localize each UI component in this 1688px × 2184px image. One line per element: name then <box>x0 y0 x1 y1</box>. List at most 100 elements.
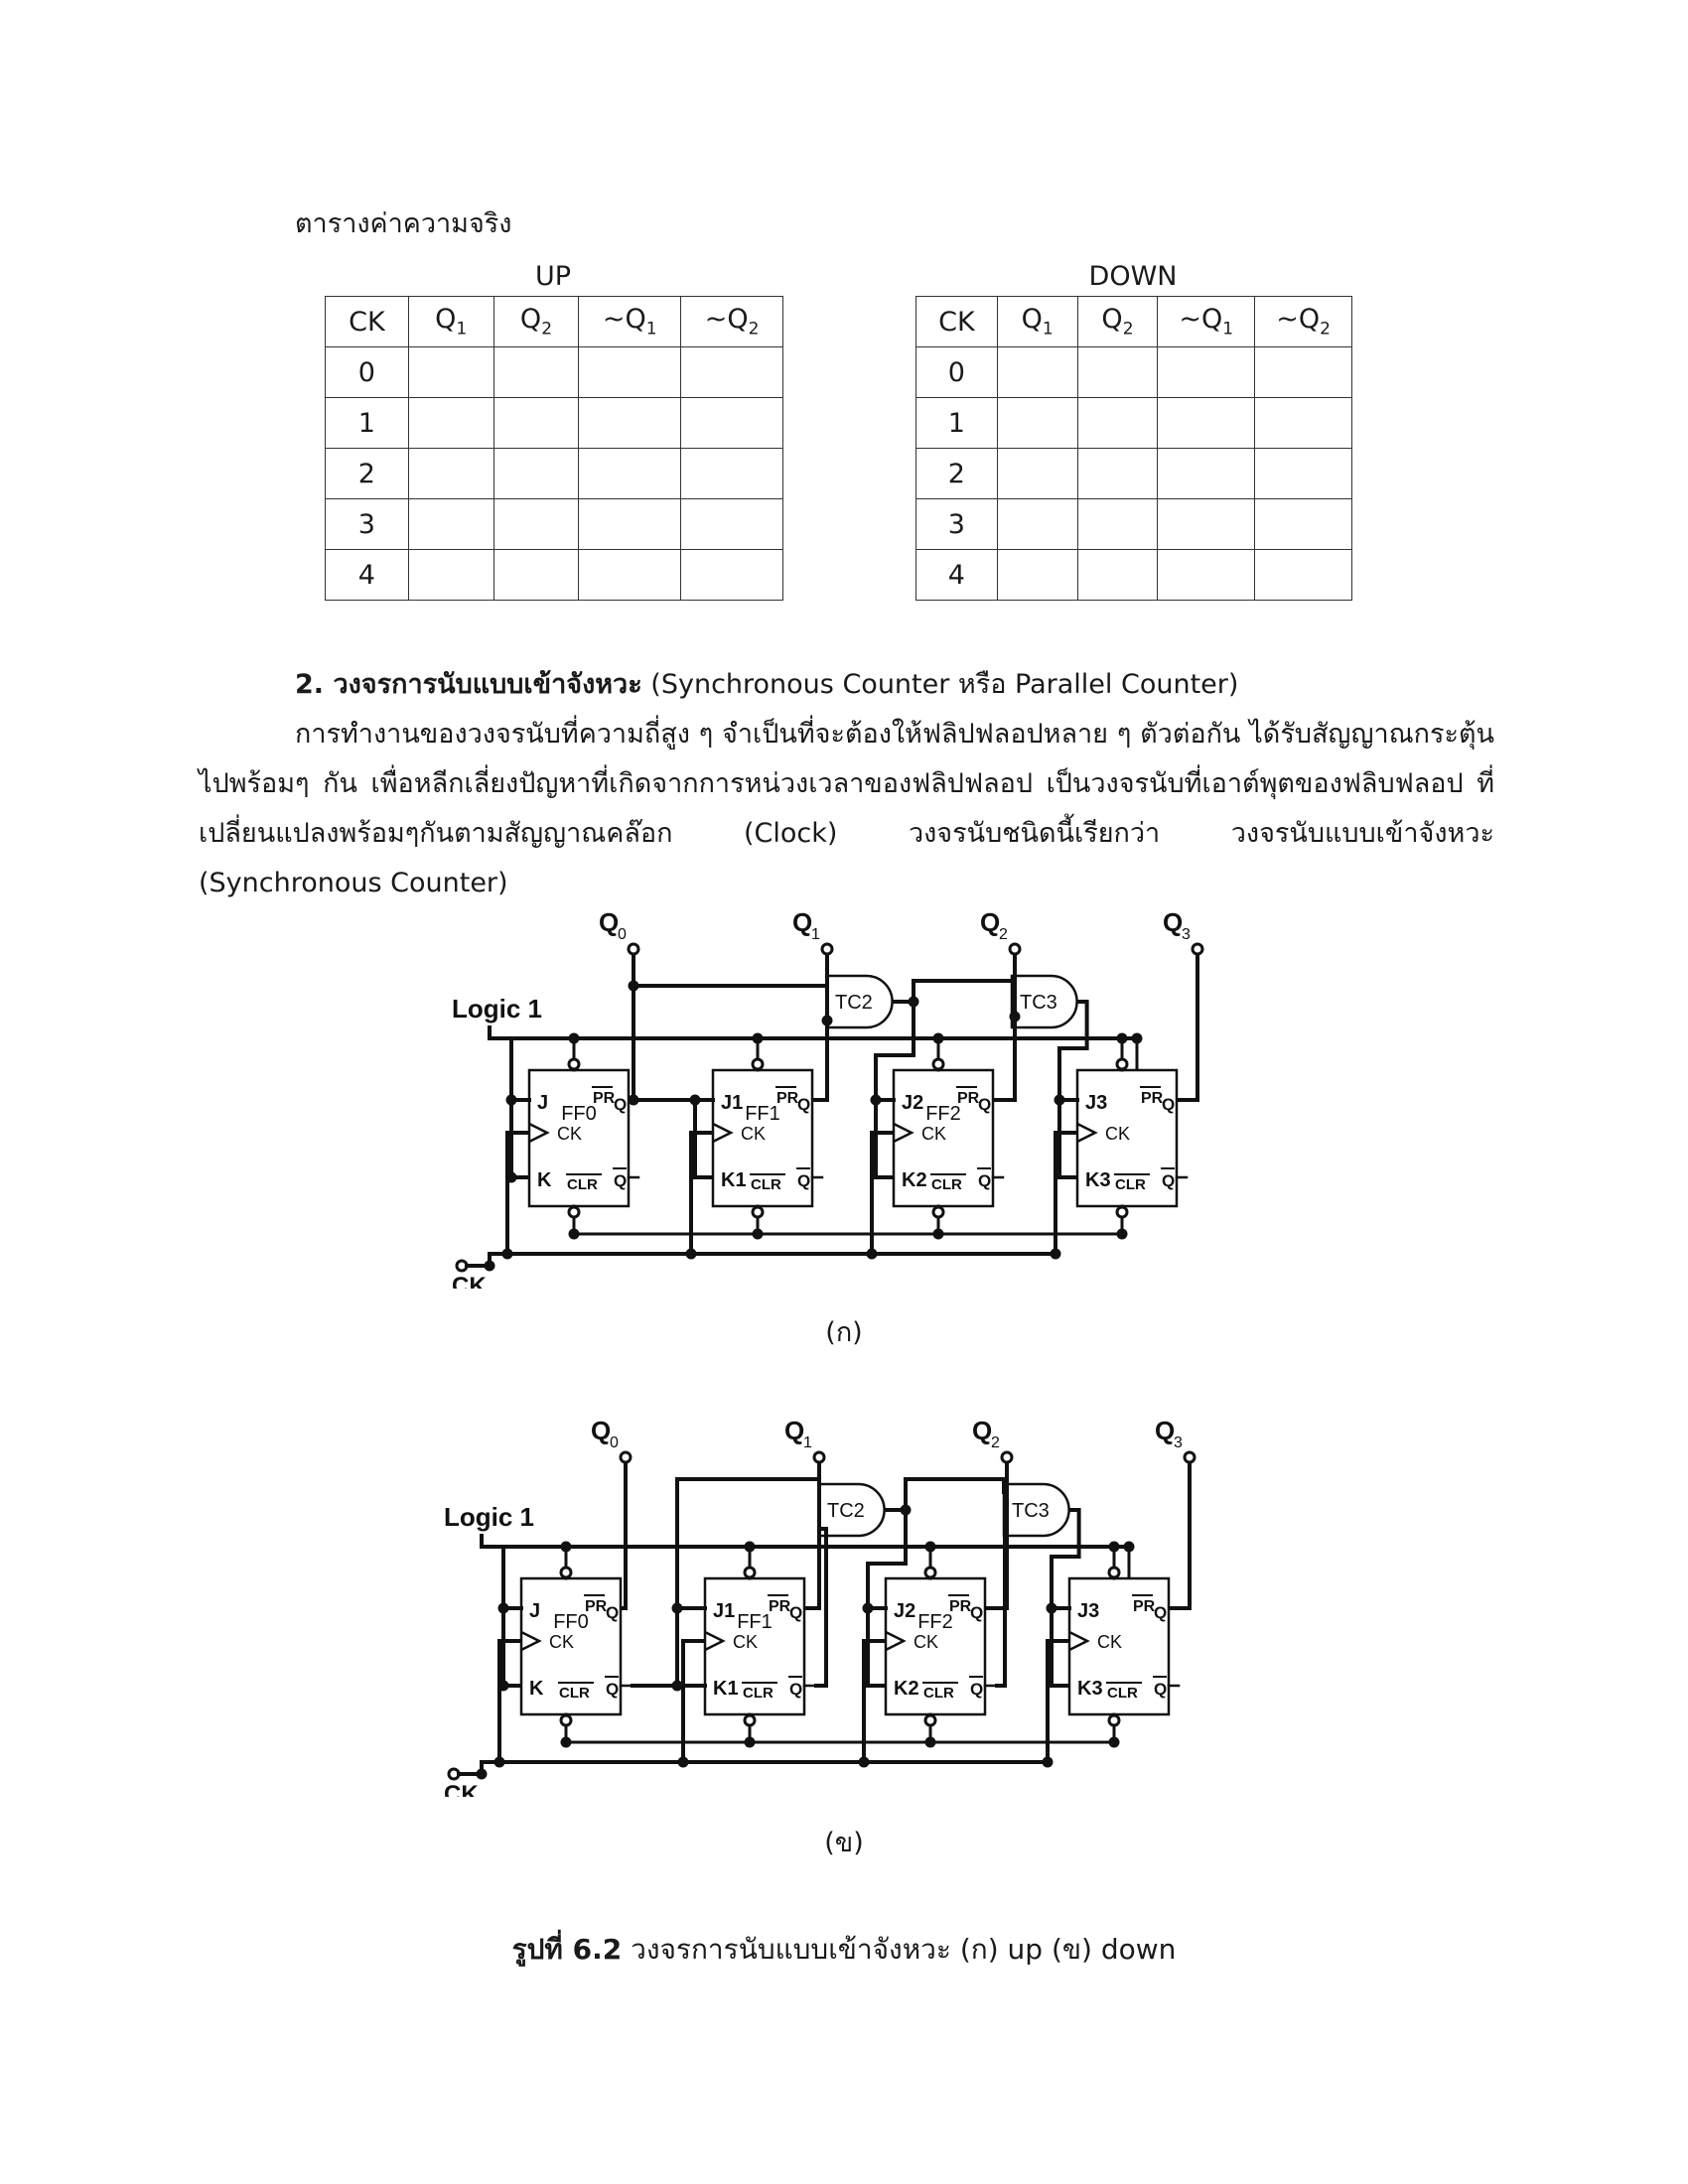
empty-cell <box>492 448 580 499</box>
flip-flop-box <box>519 1576 623 1716</box>
junction-dot <box>501 1248 513 1260</box>
junction-dot <box>671 1602 683 1614</box>
ck-pin-label: CK <box>741 1124 766 1144</box>
clock-triangle <box>1076 1122 1098 1144</box>
ck-cell: 1 <box>915 397 998 449</box>
k-input-label: K1 <box>713 1678 739 1700</box>
terminal-pin <box>1183 1450 1196 1464</box>
j-input-label: J2 <box>894 1600 915 1622</box>
flip-flop-box <box>884 1576 987 1716</box>
junction-dot <box>628 1094 639 1106</box>
k-input-label: K2 <box>894 1678 919 1700</box>
ck-pin-label: CK <box>1097 1632 1122 1652</box>
flip-flop-name: FF0 <box>553 1611 589 1633</box>
junction-dot <box>744 1736 756 1748</box>
column-header-label: ~Q <box>1276 303 1321 335</box>
output-subscript: 2 <box>999 926 1008 943</box>
logic-1-label: Logic 1 <box>444 1502 534 1532</box>
q-bar-pin-label: Q <box>978 1171 991 1190</box>
table-row: 1 <box>325 397 783 449</box>
junction-dot <box>677 1756 689 1768</box>
empty-cell <box>1254 346 1352 398</box>
wire <box>509 1038 529 1179</box>
column-header-subscript: 2 <box>1122 319 1134 340</box>
q-pin-label: Q <box>789 1603 802 1622</box>
column-header: Q2 <box>492 296 580 347</box>
terminal-pin <box>743 1713 757 1727</box>
terminal-pin <box>567 1057 581 1071</box>
gate-label: TC2 <box>835 992 873 1014</box>
section-heading-rest: (Synchronous Counter หรือ Parallel Count… <box>641 669 1239 700</box>
junction-dot <box>568 1228 580 1240</box>
k-input-label: K2 <box>902 1169 927 1191</box>
ck-pin-label: CK <box>914 1632 938 1652</box>
ck-cell: 4 <box>915 549 998 601</box>
junction-dot <box>908 996 919 1008</box>
empty-cell <box>1157 397 1256 449</box>
output-subscript: 1 <box>803 1434 812 1451</box>
column-header-subscript: 1 <box>645 319 657 340</box>
empty-cell <box>578 448 682 499</box>
ck-cell: 0 <box>915 346 998 398</box>
column-header: Q2 <box>1076 296 1159 347</box>
junction-dot <box>671 1680 683 1692</box>
q-bar-pin-label: Q <box>789 1680 802 1699</box>
q-pin-label: Q <box>614 1095 627 1114</box>
junction-dot <box>497 1602 509 1614</box>
junction-dot <box>932 1228 944 1240</box>
and-gate <box>1002 1482 1070 1538</box>
wire <box>621 1462 628 1610</box>
junction-dot <box>752 1228 764 1240</box>
column-header-label: ~Q <box>704 303 749 335</box>
wire <box>892 979 1012 1004</box>
wire <box>693 1100 713 1179</box>
output-label: Q <box>599 907 619 937</box>
clr-pin-label: CLR <box>1107 1685 1138 1702</box>
clock-triangle <box>893 1122 914 1144</box>
section-heading: 2. วงจรการนับแบบเข้าจังหวะ (Synchronous … <box>199 660 1494 710</box>
j-input-label: J2 <box>902 1092 923 1114</box>
diagram-caption-a: (ก) <box>825 1317 863 1348</box>
terminal-pin <box>1107 1713 1121 1727</box>
pr-pin-label: PR <box>949 1598 972 1615</box>
wire <box>874 1002 915 1179</box>
wire <box>1177 954 1199 1102</box>
and-gate <box>825 974 894 1029</box>
k-input-label: K <box>529 1678 544 1700</box>
terminal-pin <box>559 1566 573 1579</box>
flip-flop-name: FF1 <box>737 1611 773 1633</box>
wire <box>681 1639 705 1762</box>
terminal-pin <box>1115 1205 1129 1219</box>
wire <box>675 1477 821 1686</box>
empty-cell <box>578 346 682 398</box>
junction-dot <box>689 1094 701 1106</box>
column-header-label: Q <box>1021 303 1043 335</box>
junction-dot <box>484 1260 495 1272</box>
terminal-pin <box>1191 942 1204 956</box>
wire <box>505 1131 529 1254</box>
terminal-pin <box>1008 942 1022 956</box>
junction-dot <box>505 1094 517 1106</box>
empty-cell <box>407 448 494 499</box>
flip-flop-box <box>1075 1068 1179 1208</box>
k-input-label: K3 <box>1085 1169 1111 1191</box>
column-header: ~Q2 <box>1254 296 1352 347</box>
q-pin-label: Q <box>606 1603 619 1622</box>
empty-cell <box>996 498 1078 550</box>
ck-input-label: CK <box>452 1273 487 1289</box>
empty-cell <box>407 549 494 601</box>
junction-dot <box>1116 1228 1128 1240</box>
terminal-pin <box>1107 1566 1121 1579</box>
column-header-label: CK <box>349 306 385 338</box>
empty-cell <box>1076 448 1159 499</box>
clock-triangle <box>885 1630 907 1652</box>
clr-pin-label: CLR <box>1115 1176 1146 1193</box>
wire <box>1046 1639 1069 1762</box>
empty-cell <box>996 448 1078 499</box>
q-pin-label: Q <box>1154 1603 1167 1622</box>
empty-cell <box>996 346 1078 398</box>
output-label: Q <box>972 1416 992 1445</box>
